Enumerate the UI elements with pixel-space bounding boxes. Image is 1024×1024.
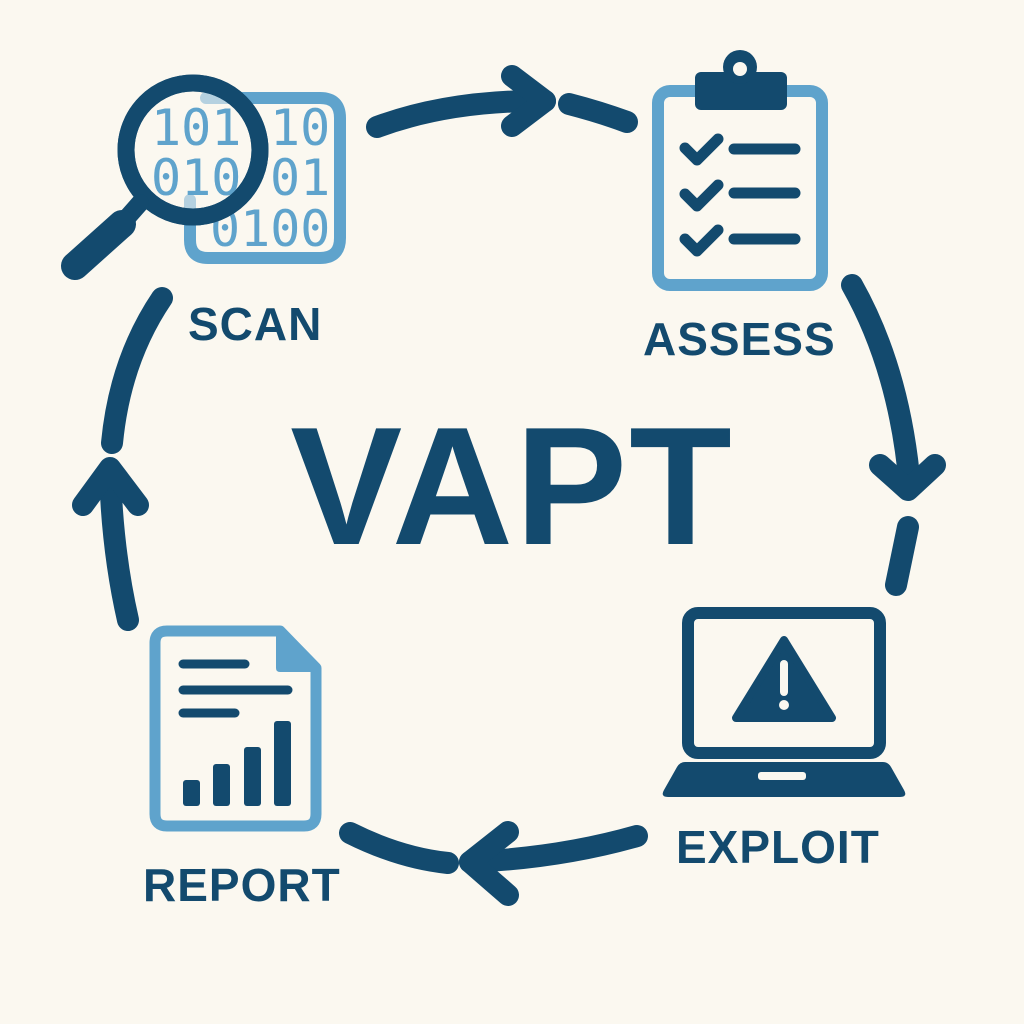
scan-icon: 101 10 010 01 0100 101 010 bbox=[61, 74, 346, 280]
stage-label-exploit: EXPLOIT bbox=[676, 821, 880, 873]
document-fold bbox=[276, 633, 314, 672]
svg-text:10: 10 bbox=[270, 99, 330, 157]
cycle-arrows bbox=[72, 65, 946, 906]
diagram-title: VAPT bbox=[290, 392, 734, 580]
clipboard-clip bbox=[695, 50, 787, 110]
stage-label-report: REPORT bbox=[143, 859, 341, 911]
svg-text:01: 01 bbox=[270, 149, 330, 207]
svg-text:010: 010 bbox=[151, 149, 241, 207]
stage-label-scan: SCAN bbox=[188, 298, 323, 350]
svg-text:101: 101 bbox=[151, 99, 241, 157]
magnifier-icon: 101 010 bbox=[61, 74, 269, 280]
assess-icon bbox=[652, 50, 828, 291]
report-icon bbox=[149, 625, 322, 832]
stage-label-assess: ASSESS bbox=[643, 313, 836, 365]
arrow-exploit-to-report bbox=[339, 821, 648, 906]
arrow-report-to-scan bbox=[72, 287, 173, 631]
exploit-icon bbox=[662, 607, 906, 797]
arrow-scan-to-assess bbox=[366, 65, 638, 138]
arrow-assess-to-exploit bbox=[841, 274, 946, 596]
checklist bbox=[679, 133, 801, 257]
bar-chart-icon bbox=[183, 721, 291, 806]
text-lines bbox=[178, 659, 293, 718]
warning-icon bbox=[732, 636, 836, 722]
